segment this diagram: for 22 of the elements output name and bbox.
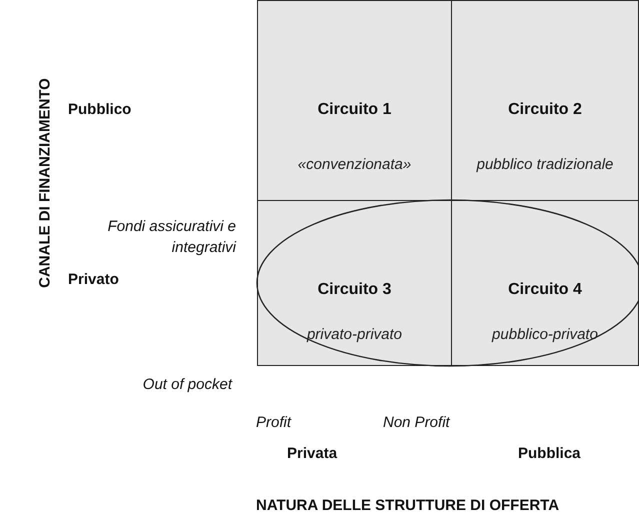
axis-title: NATURA DELLE STRUTTURE DI OFFERTA — [256, 497, 560, 514]
matrix-cell — [451, 0, 639, 201]
circuit-title: Circuito 3 — [316, 281, 392, 299]
matrix-cell — [451, 200, 639, 366]
circuit-title: Circuito 4 — [507, 281, 583, 299]
row-note: Fondi assicurativi e integrativi — [106, 217, 236, 258]
circuit-description: «convenzionata» — [296, 156, 412, 173]
row-note: Out of pocket — [142, 375, 232, 395]
column-label: Privata — [287, 445, 338, 462]
circuit-description: pubblico-privato — [490, 326, 599, 343]
axis-title: CANALE DI FINANZIAMENTO — [36, 78, 54, 288]
matrix-cell — [257, 0, 452, 201]
circuit-title: Circuito 1 — [316, 101, 392, 119]
row-label: Pubblico — [68, 101, 132, 118]
circuit-title: Circuito 2 — [507, 101, 583, 119]
circuit-description: privato-privato — [306, 326, 404, 343]
column-note: Profit — [256, 414, 292, 431]
column-label: Pubblica — [518, 445, 581, 462]
column-note: Non Profit — [383, 414, 450, 431]
matrix-cell — [257, 200, 452, 366]
row-label: Privato — [68, 271, 119, 288]
circuit-description: pubblico tradizionale — [475, 156, 614, 173]
